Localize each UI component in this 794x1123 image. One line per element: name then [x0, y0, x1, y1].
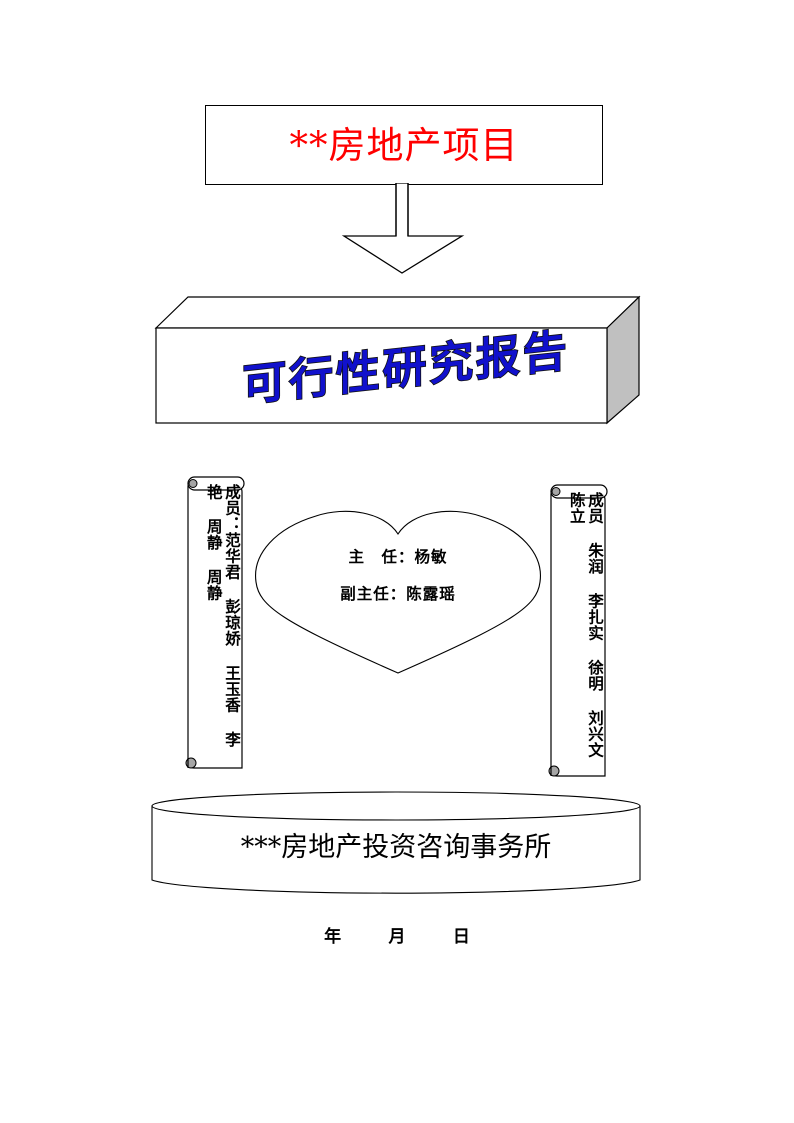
- deputy-director-line: 副主任：陈露瑶: [340, 584, 456, 603]
- company-name-text: ***房地产投资咨询事务所: [240, 832, 552, 863]
- members-scroll-left-text: 成员：范华君 彭琼娇 王玉香 李艳 周静 周静: [204, 484, 241, 748]
- vertical-scroll-shape-right: [548, 484, 608, 777]
- date-line: 年 月 日: [324, 927, 470, 947]
- project-title-text: **房地产项目: [289, 123, 519, 167]
- leadership-heart: 主 任：杨敏 副主任：陈露瑶: [252, 510, 544, 678]
- members-scroll-left: 成员：范华君 彭琼娇 王玉香 李艳 周静 周静: [182, 472, 248, 772]
- leadership-text: 主 任：杨敏 副主任：陈露瑶: [252, 548, 544, 603]
- project-title-box: **房地产项目: [205, 105, 603, 185]
- cube-3d-shape: [154, 295, 641, 425]
- down-block-arrow-icon: [341, 183, 465, 274]
- director-line: 主 任：杨敏: [348, 548, 448, 566]
- company-cylinder: ***房地产投资咨询事务所: [148, 790, 644, 896]
- cylinder-shape: [151, 791, 641, 894]
- vertical-scroll-shape-left: [185, 476, 245, 769]
- members-scroll-right-text: 成员 朱润 李扎实 徐明 刘兴文 陈立: [567, 492, 604, 758]
- report-title-cube: 可行性研究报告: [150, 290, 650, 435]
- heart-shape-icon: [255, 510, 541, 674]
- members-scroll-right: 成员 朱润 李扎实 徐明 刘兴文 陈立: [545, 480, 611, 780]
